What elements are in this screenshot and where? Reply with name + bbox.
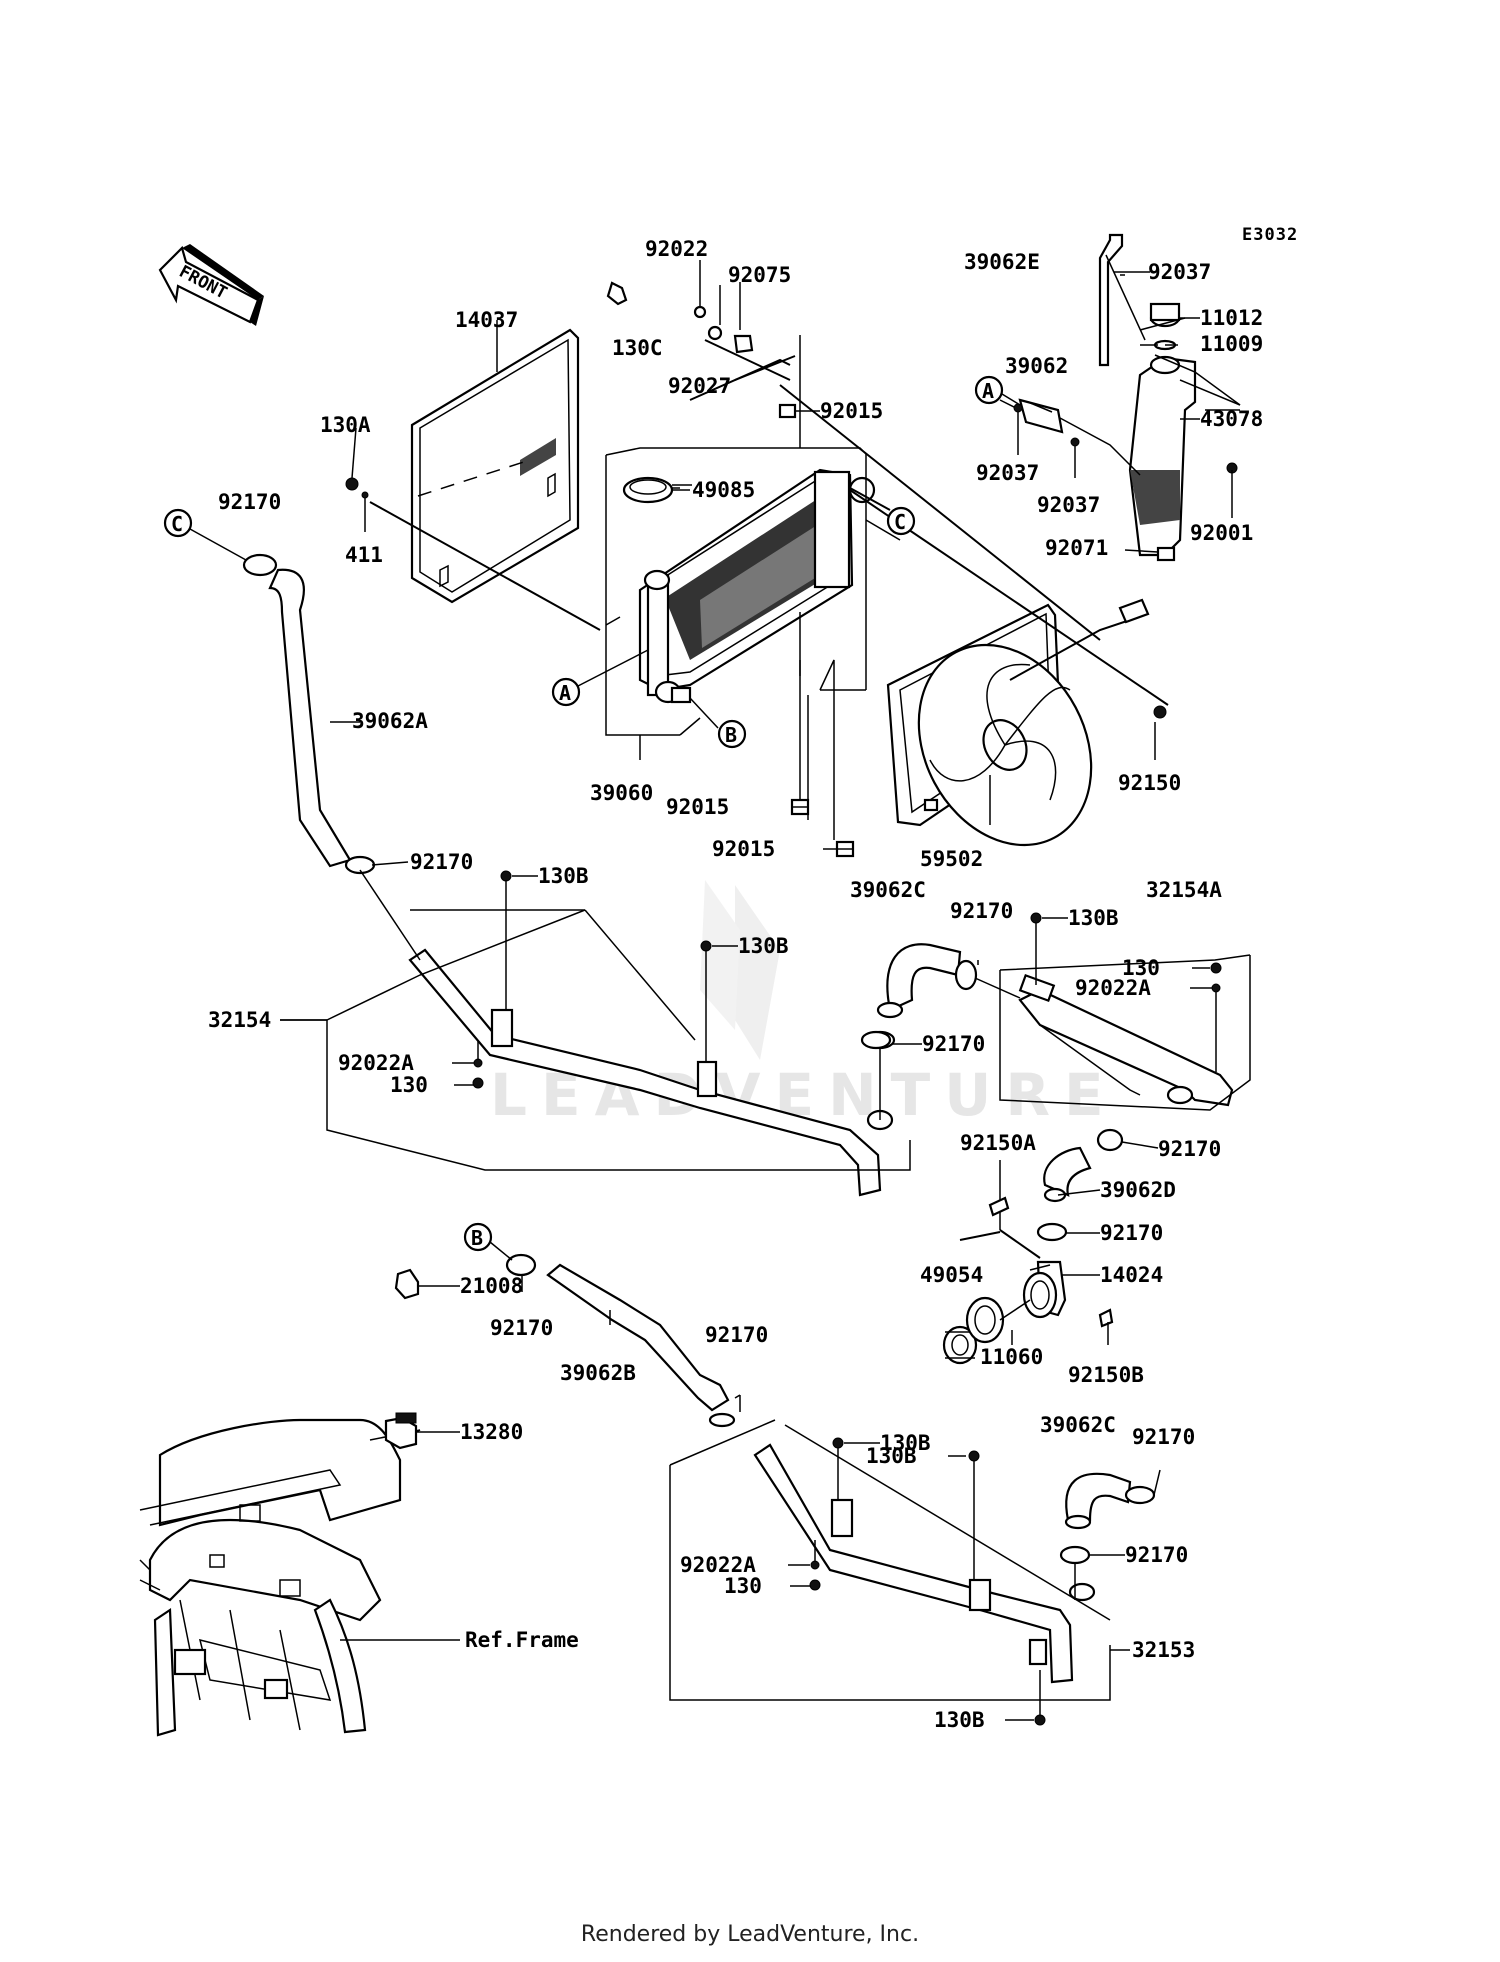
hose-39062B: [505, 1253, 730, 1412]
label-92170-mid: 92170: [410, 850, 473, 874]
reserve-tank: [1098, 233, 1197, 562]
label-130B-5: 130B: [866, 1444, 917, 1468]
callout-A-radiator: A: [551, 677, 581, 707]
label-92170-b2: 92170: [705, 1323, 768, 1347]
label-130B-2: 130B: [738, 934, 789, 958]
label-92170-b1: 92170: [490, 1316, 553, 1340]
svg-text:C: C: [171, 512, 183, 536]
label-130B-3: 130B: [1068, 906, 1119, 930]
label-39062A: 39062A: [352, 709, 428, 733]
svg-text:A: A: [559, 681, 571, 705]
label-14024: 14024: [1100, 1263, 1163, 1287]
label-92015-b: 92015: [712, 837, 775, 861]
label-92150B: 92150B: [1068, 1363, 1144, 1387]
svg-text:B: B: [725, 723, 737, 747]
label-92022A-3: 92022A: [680, 1553, 756, 1577]
label-32154A: 32154A: [1146, 878, 1222, 902]
label-92170-e2: 92170: [1125, 1543, 1188, 1567]
label-130A: 130A: [320, 413, 371, 437]
label-39062D: 39062D: [1100, 1178, 1176, 1202]
hose-39062A: [242, 553, 376, 875]
label-92075: 92075: [728, 263, 791, 287]
radiator: [638, 468, 876, 704]
label-130-3: 130: [724, 1574, 762, 1598]
label-130B-6: 130B: [934, 1708, 985, 1732]
label-92001: 92001: [1190, 521, 1253, 545]
pipe-32154: [408, 948, 894, 1197]
label-92170-c3: 92170: [1158, 1137, 1221, 1161]
label-49085: 49085: [692, 478, 755, 502]
footer-credit: Rendered by LeadVenture, Inc.: [580, 1922, 920, 1947]
radiator-screen: [410, 328, 580, 604]
front-arrow-icon: FRONT: [158, 244, 264, 326]
callout-C-radiator: C: [886, 506, 916, 536]
frame-reference: [139, 1418, 402, 1737]
label-39062B: 39062B: [560, 1361, 636, 1385]
label-92150: 92150: [1118, 771, 1181, 795]
label-13280: 13280: [460, 1420, 523, 1444]
label-130-1: 130: [390, 1073, 428, 1097]
label-21008: 21008: [460, 1274, 523, 1298]
svg-text:A: A: [982, 379, 994, 403]
label-11009: 11009: [1200, 332, 1263, 356]
label-92022A-2: 92022A: [1075, 976, 1151, 1000]
label-92037-left: 92037: [976, 461, 1039, 485]
label-39062C-1: 39062C: [850, 878, 926, 902]
label-11012: 11012: [1200, 306, 1263, 330]
label-32154: 32154: [208, 1008, 271, 1032]
label-92022A-1: 92022A: [338, 1051, 414, 1075]
label-92071: 92071: [1045, 536, 1108, 560]
label-92150A: 92150A: [960, 1131, 1036, 1155]
svg-text:B: B: [471, 1226, 483, 1250]
pipe-32153: [753, 1443, 1096, 1684]
label-92037-right: 92037: [1037, 493, 1100, 517]
label-59502: 59502: [920, 847, 983, 871]
label-39062E: 39062E: [964, 250, 1040, 274]
fan-shroud: [886, 603, 1093, 847]
label-39062: 39062: [1005, 354, 1068, 378]
label-130-2: 130: [1122, 956, 1160, 980]
thermostat: [942, 1325, 978, 1365]
callout-B-hose: B: [463, 1222, 493, 1252]
svg-text:C: C: [894, 510, 906, 534]
label-49054: 49054: [920, 1263, 983, 1287]
label-92170-d: 92170: [1100, 1221, 1163, 1245]
label-92170-c1: 92170: [950, 899, 1013, 923]
pipe-32154A: [1018, 973, 1234, 1107]
label-411: 411: [345, 543, 383, 567]
label-130C: 130C: [612, 336, 663, 360]
label-32153: 32153: [1132, 1638, 1195, 1662]
label-92170-c2: 92170: [922, 1032, 985, 1056]
label-92015-a: 92015: [666, 795, 729, 819]
label-130B-4: 130B: [880, 1431, 931, 1455]
callout-C-hose: C: [163, 508, 193, 538]
label-130B-1: 130B: [538, 864, 589, 888]
label-92037-top: 92037: [1148, 260, 1211, 284]
label-14037: 14037: [455, 308, 518, 332]
diagram-code: E3032: [1242, 225, 1298, 245]
label-43078: 43078: [1200, 407, 1263, 431]
label-11060: 11060: [980, 1345, 1043, 1369]
callout-A-upper: A: [974, 375, 1004, 405]
label-92027: 92027: [668, 374, 731, 398]
label-92015-top: 92015: [820, 399, 883, 423]
label-39062C-2: 39062C: [1040, 1413, 1116, 1437]
label-92022: 92022: [645, 237, 708, 261]
label-ref-frame: Ref.Frame: [465, 1628, 579, 1652]
label-39060: 39060: [590, 781, 653, 805]
label-92170-e1: 92170: [1132, 1425, 1195, 1449]
callout-B-radiator: B: [717, 719, 747, 749]
label-92170-c: 92170: [218, 490, 281, 514]
